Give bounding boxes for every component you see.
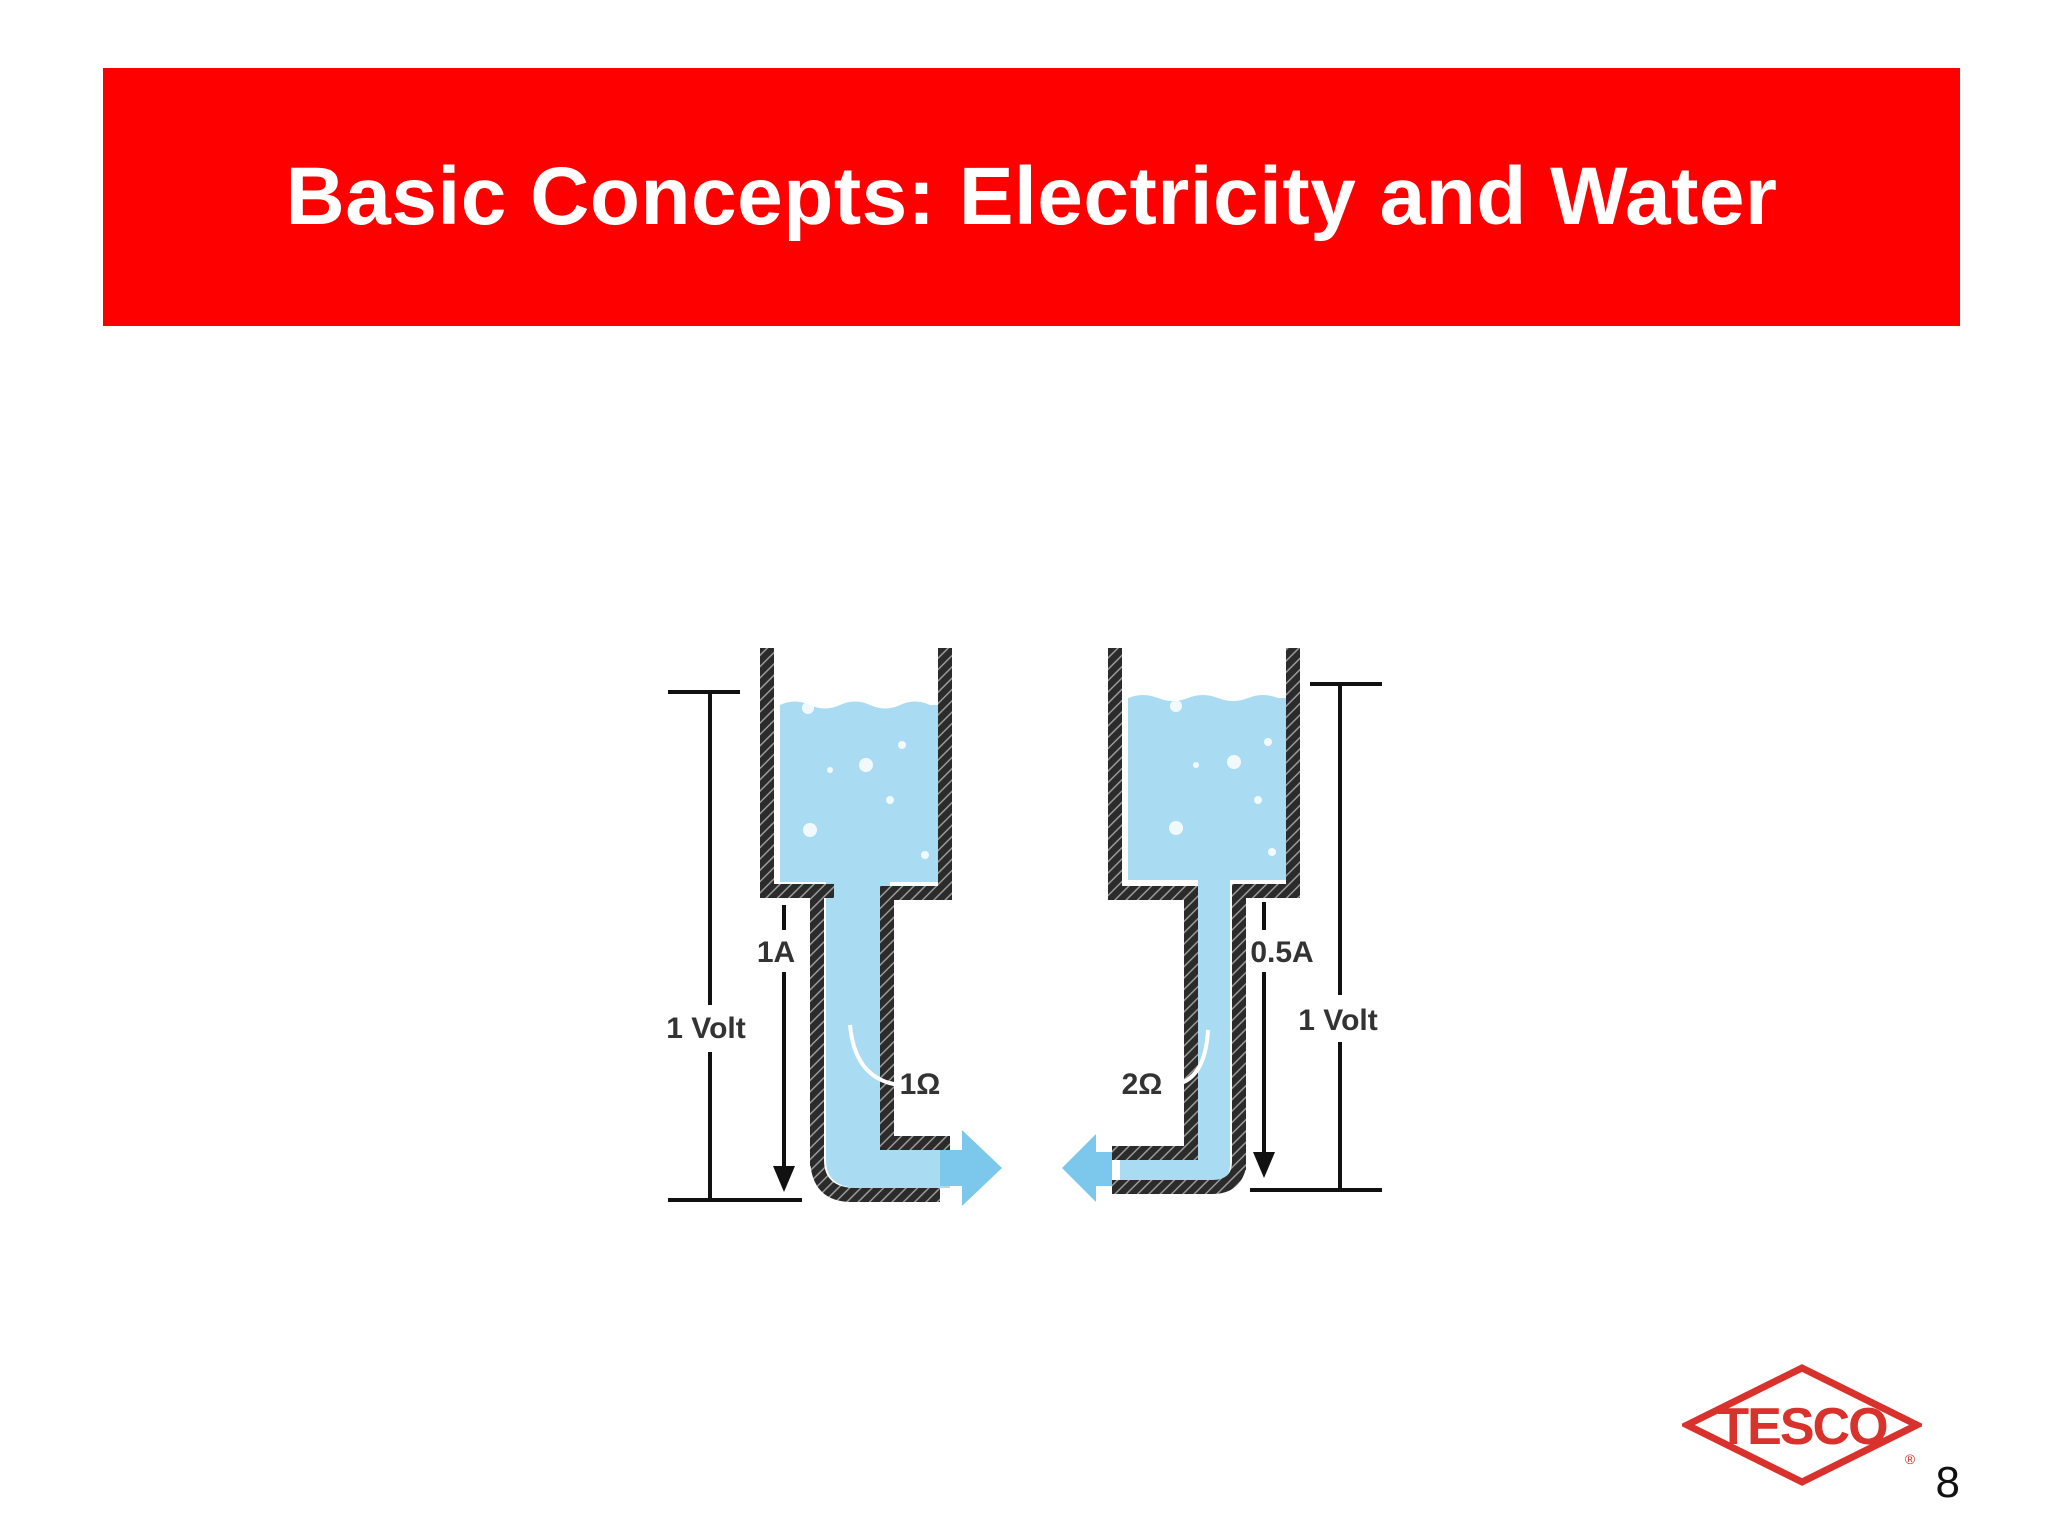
right-pipe-wall-left	[1184, 886, 1198, 1156]
right-pipe-wall-right	[1232, 884, 1246, 1170]
left-tank-wall-right	[938, 648, 952, 900]
svg-text:TESCO: TESCO	[1717, 1398, 1887, 1456]
right-pipe-outlet-bottom	[1112, 1162, 1246, 1194]
left-voltage-label: 1 Volt	[666, 1012, 745, 1045]
left-tank-water	[780, 701, 950, 1188]
right-bubbles	[1169, 700, 1276, 856]
right-voltage-label: 1 Volt	[1298, 1004, 1377, 1037]
left-resistance-label: 1Ω	[900, 1068, 941, 1101]
right-tank-floor-right	[1232, 884, 1300, 898]
left-current-label: 1A	[757, 936, 795, 969]
tesco-logo: TESCO ®	[1682, 1364, 1922, 1486]
right-tank-floor-left	[1108, 886, 1186, 900]
left-flow-arrow	[940, 1130, 1002, 1206]
title-banner: Basic Concepts: Electricity and Water	[103, 68, 1960, 326]
left-pipe-outlet-bottom	[810, 1160, 940, 1202]
page-number: 8	[1935, 1458, 1960, 1507]
left-pipe-outlet-top	[880, 1136, 950, 1150]
left-pipe-wall-left	[810, 884, 824, 1166]
right-pipe-outlet-top	[1112, 1146, 1198, 1160]
right-tank-wall-left	[1108, 648, 1122, 900]
right-current-label: 0.5A	[1250, 936, 1313, 969]
left-bubbles	[802, 702, 929, 859]
left-tank-floor-right	[884, 886, 952, 900]
left-tank-diagram	[668, 648, 1002, 1206]
right-tank-wall-right	[1286, 648, 1300, 888]
svg-text:®: ®	[1905, 1451, 1916, 1467]
right-flow-arrow	[1062, 1134, 1112, 1202]
right-resistance-pointer	[1171, 1029, 1210, 1087]
left-tank-wall-left	[760, 648, 774, 888]
slide-title: Basic Concepts: Electricity and Water	[285, 151, 1778, 242]
left-pipe-wall-right	[880, 886, 894, 1148]
right-tank-diagram	[1062, 648, 1382, 1202]
right-tank-water	[1120, 695, 1286, 1180]
right-resistance-label: 2Ω	[1122, 1068, 1163, 1101]
left-resistance-pointer	[848, 1024, 901, 1087]
